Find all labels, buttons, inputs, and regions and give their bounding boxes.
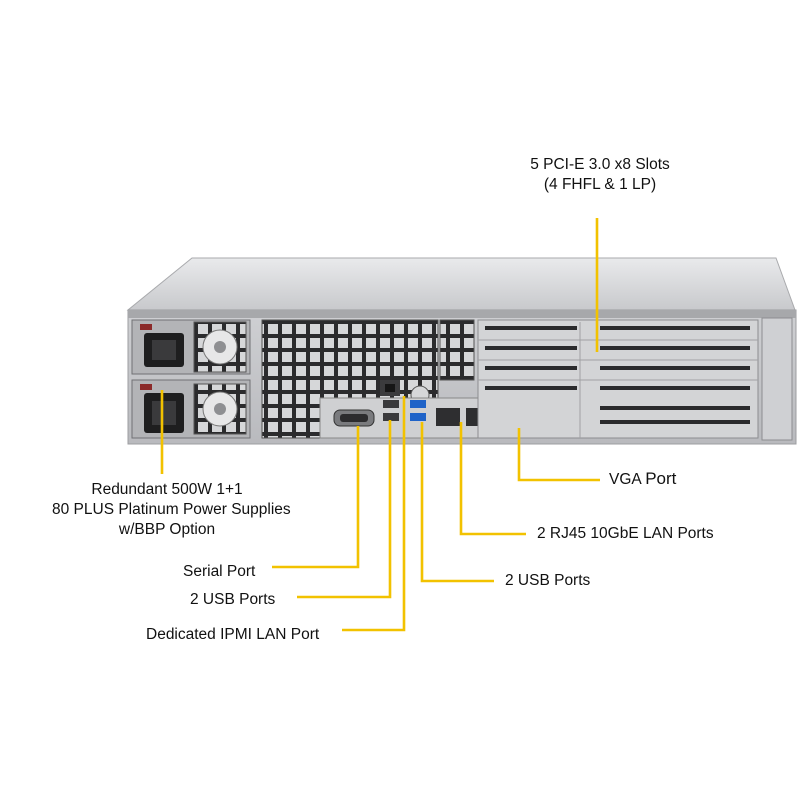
chassis-handle xyxy=(761,317,793,441)
leader-lines xyxy=(160,218,600,632)
power-supply-label: Redundant 500W 1+1 80 PLUS Platinum Powe… xyxy=(52,480,291,540)
power-supply-label-line2: 80 PLUS Platinum Power Supplies xyxy=(52,501,291,518)
chassis-top-cover xyxy=(126,257,796,311)
serial-port-icon xyxy=(333,409,375,427)
usb-left-label: 2 USB Ports xyxy=(190,591,276,608)
power-supply-1 xyxy=(131,319,251,375)
usb-right-label: 2 USB Ports xyxy=(505,572,591,589)
serial-port-label: Serial Port xyxy=(183,563,256,580)
power-supply-label-line3: w/BBP Option xyxy=(118,521,216,538)
ipmi-lan-label: Dedicated IPMI LAN Port xyxy=(146,626,320,643)
ipmi-lan-port-icon xyxy=(380,380,400,396)
vga-port-label-b: Port xyxy=(645,469,677,488)
usb-port-icon xyxy=(383,400,399,421)
usb-port-icon xyxy=(410,400,426,421)
vga-port-label-a: VGA xyxy=(609,471,641,488)
pcie-slots-label-line2: (4 FHFL & 1 LP) xyxy=(543,176,657,193)
vga-port-label: VGA Port xyxy=(609,469,676,490)
pcie-slots xyxy=(485,326,750,424)
power-supply-label-line1: Redundant 500W 1+1 xyxy=(91,481,243,498)
pcie-slots-label-line1: 5 PCI-E 3.0 x8 Slots xyxy=(530,156,670,173)
rj45-lan-label: 2 RJ45 10GbE LAN Ports xyxy=(537,525,714,542)
power-supply-2 xyxy=(131,379,251,439)
pcie-slots-label: 5 PCI-E 3.0 x8 Slots (4 FHFL & 1 LP) xyxy=(500,155,700,195)
